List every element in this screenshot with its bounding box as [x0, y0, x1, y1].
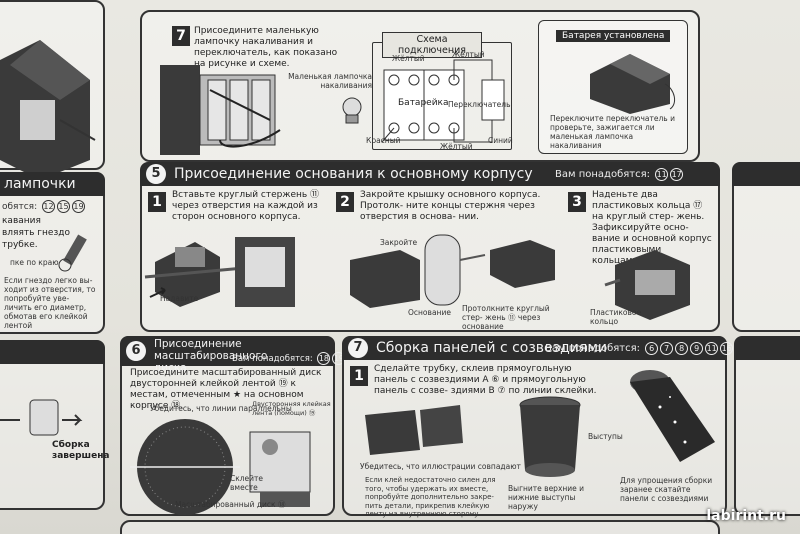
s7-step-1-number: 1 — [350, 366, 368, 386]
check-text: Переключите переключатель и проверьте, з… — [550, 114, 675, 150]
right-edge-header-2 — [734, 336, 800, 360]
check-lines-label: Убедитесь, что линии параллельны — [150, 404, 292, 413]
s7-tube-illustration — [519, 396, 581, 477]
left-bottom-header — [0, 340, 105, 364]
section-5-title: Присоединение основания к основному корп… — [174, 166, 533, 182]
section-5-header: 5 Присоединение основания к основному ко… — [140, 162, 720, 186]
plastic-ring-label: Пластиковое кольцо — [590, 308, 642, 326]
blue-label: Синий — [488, 136, 513, 145]
section-6-title: Присоединение масштабированного диска — [154, 338, 268, 374]
switch-label: Переключатель — [448, 100, 511, 109]
glue-label: Склейте вместе — [230, 474, 264, 492]
section-6-header: 6 Присоединение масштабированного диска — [120, 336, 335, 374]
top-wiring-illustration — [160, 65, 281, 155]
s5-step-3-illustration — [604, 250, 690, 320]
yellow-label-3: Жёлтый — [440, 142, 473, 151]
push-rod-label: Протолкните круглый стер- жень ⑪ через о… — [462, 304, 550, 331]
simplify-label: Для упрощения сборки заранее скатайте па… — [620, 476, 713, 503]
battery-label: Батарейка — [398, 98, 449, 108]
section-6-disk-illustration — [130, 419, 311, 515]
left-middle-header: лампочки — [0, 172, 105, 196]
s5-step-2-illustration — [350, 234, 555, 308]
s5-step-1-illustration — [144, 237, 295, 307]
left-finished-illustration — [0, 399, 83, 436]
top-instruction: Присоедините маленькую лампочку накалива… — [194, 26, 338, 69]
lamp-icon — [342, 97, 362, 124]
bend-label: Выгните верхние и нижние выступы наружу — [508, 484, 585, 511]
section-6-text: Присоедините масштабированный диск двуст… — [130, 368, 322, 411]
left-text-6: Сборка завершена — [52, 440, 110, 461]
s7-rolled-illustration — [630, 370, 715, 462]
left-box-illustration — [0, 40, 96, 180]
protrusions-label: Выступы — [588, 432, 623, 441]
s5-step-2-text: Закройте крышку основного корпуса. Прото… — [360, 190, 541, 222]
tape-label: Двусторонняя клейкая лента (помощи) ⑲ — [252, 400, 331, 417]
press-label: Надавите — [160, 294, 199, 303]
ensure-label: Убедитесь, что иллюстрации совпадают — [360, 462, 521, 471]
left-socket-illustration — [58, 234, 87, 272]
s5-step-1-number: 1 — [148, 192, 166, 212]
right-edge-header — [732, 162, 800, 186]
s5-step-2-number: 2 — [336, 192, 354, 212]
battery-check-illustration — [590, 54, 676, 114]
battery-installed-label: Батарея установлена — [556, 30, 671, 42]
section-7-number: 7 — [348, 338, 368, 358]
left-text-5: Если гнездо легко вы- ходит из отверстия… — [4, 276, 96, 330]
s5-step-3-number: 3 — [568, 192, 586, 212]
left-text-3: трубке. — [2, 240, 38, 250]
left-middle-panel — [0, 172, 105, 334]
section-7-title: Сборка панелей с созвездиями — [376, 340, 607, 356]
right-edge-panel — [732, 162, 800, 332]
top-step-number: 7 — [172, 26, 190, 46]
watermark: labirint.ru — [706, 508, 786, 524]
left-text-1: кавания — [2, 216, 41, 226]
yellow-label-2: Жёлтый — [452, 50, 485, 59]
section-6-number: 6 — [126, 341, 146, 361]
right-edge-panel-2 — [734, 336, 800, 516]
s7-step-1-text: Сделайте трубку, склеив прямоугольную па… — [374, 364, 597, 396]
tip-text: Если клей недостаточно силен для того, ч… — [365, 476, 496, 518]
yellow-label-1: Жёлтый — [392, 54, 425, 63]
s5-step-3-text: Наденьте два пластиковых кольца ⑰ на кру… — [592, 190, 712, 266]
s7-panels-illustration — [365, 405, 463, 455]
red-label: Красный — [366, 136, 401, 145]
scheme-diagram — [381, 59, 505, 143]
left-text-4: пке по краю — [10, 258, 59, 267]
scheme-title: Схема подключения — [382, 32, 482, 58]
lamp-label: Маленькая лампочка накаливания — [288, 72, 372, 90]
s5-step-1-text: Вставьте круглый стержень ⑪ через отверс… — [172, 190, 320, 222]
section-5-number: 5 — [146, 164, 166, 184]
left-text-2: вляять гнездо — [2, 228, 70, 238]
disk-label: Масштабированный диск ⑱ — [175, 500, 286, 509]
base-label: Основание — [408, 308, 451, 317]
next-section-strip — [120, 520, 720, 534]
close-label: Закройте — [380, 238, 418, 247]
